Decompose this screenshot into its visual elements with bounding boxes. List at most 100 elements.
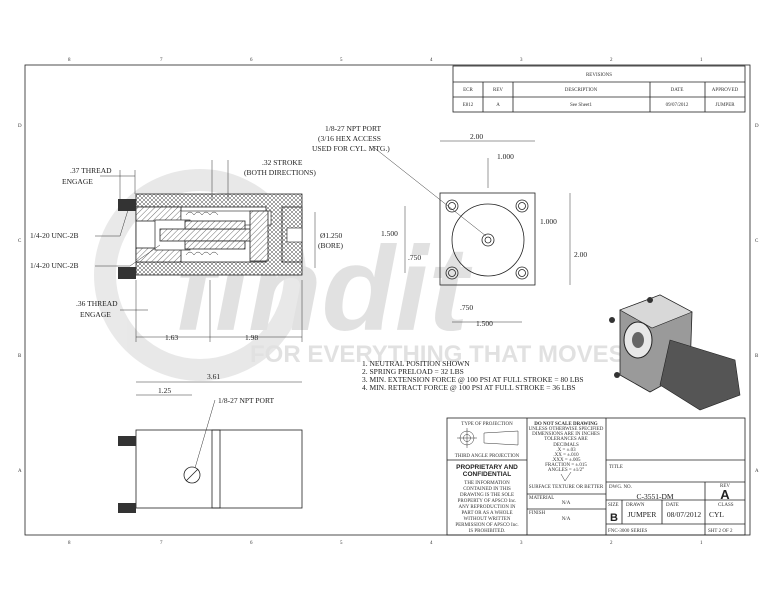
label: USED FOR CYL. MTG.) xyxy=(312,144,390,153)
label: 4. MIN. RETRACT FORCE @ 100 PSI AT FULL … xyxy=(362,383,576,392)
label: FNC-3000 SERIES xyxy=(608,529,648,534)
label: 3. MIN. EXTENSION FORCE @ 100 PSI AT FUL… xyxy=(362,375,584,384)
revisions-title: REVISIONS xyxy=(586,73,612,78)
label: 1.25 xyxy=(158,386,171,395)
label: DECIMALS xyxy=(553,443,579,448)
label: DRAWING IS THE SOLE xyxy=(460,493,514,498)
label: 1.98 xyxy=(245,333,258,342)
label: N/A xyxy=(562,501,571,506)
label: .36 THREAD xyxy=(76,299,118,308)
title-block: TYPE OF PROJECTION THIRD ANGLE PROJECTIO… xyxy=(446,417,746,536)
label: DESCRIPTION xyxy=(565,88,598,93)
label: C xyxy=(755,239,759,244)
label: 4 xyxy=(430,58,433,63)
label: 3 xyxy=(520,541,523,546)
label: DRAWN xyxy=(626,503,645,508)
label: PERMISSION OF APSCO Inc. xyxy=(455,523,518,528)
label: 6 xyxy=(250,541,253,546)
label: 3.61 xyxy=(207,372,220,381)
label: 2.00 xyxy=(470,132,483,141)
label: PROPERTY OF APSCO Inc. xyxy=(458,499,517,504)
label: .750 xyxy=(408,253,421,262)
label: FINISH xyxy=(529,511,546,516)
label: UNLESS OTHERWISE SPECIFIED xyxy=(529,427,604,432)
surface-finish-icon xyxy=(560,471,572,482)
label: 1/4-20 UNC-2B xyxy=(30,261,79,270)
label: .X = ±.03 xyxy=(556,448,576,453)
label: DWG. NO. xyxy=(609,485,632,490)
label: A xyxy=(496,103,500,108)
label: CLASS xyxy=(718,503,734,508)
label: CONFIDENTIAL xyxy=(463,471,511,478)
label: N/A xyxy=(562,517,571,522)
revisions-table: REVISIONS ECR REV DESCRIPTION DATE APPRO… xyxy=(452,65,746,113)
label: ANGLES = ±1/2° xyxy=(548,468,584,473)
label: 1/8-27 NPT PORT xyxy=(218,396,275,405)
label: A xyxy=(720,487,730,502)
label: 5 xyxy=(340,541,343,546)
label: E812 xyxy=(463,103,474,108)
label: 1 xyxy=(700,58,703,63)
label: ENGAGE xyxy=(62,177,93,186)
sheet-border xyxy=(24,64,751,536)
label: THE INFORMATION xyxy=(464,481,510,486)
revision-row: E812 A See Sheet1 09/07/2012 JUMPER xyxy=(463,103,736,108)
label: A xyxy=(755,469,759,474)
label: CYL xyxy=(709,510,724,519)
label: 1 xyxy=(700,541,703,546)
label: 2 xyxy=(610,58,613,63)
label: SHT 2 OF 2 xyxy=(708,529,733,534)
label: ANY REPRODUCTION IN xyxy=(458,505,515,510)
label: TITLE xyxy=(609,465,623,470)
label: CONTAINED IN THIS xyxy=(463,487,511,492)
isometric-view xyxy=(609,294,741,411)
label: SURFACE TEXTURE OR BETTER xyxy=(529,485,604,490)
label: DATE xyxy=(666,503,679,508)
label: .37 THREAD xyxy=(70,166,112,175)
label: 1.000 xyxy=(497,152,514,161)
label: 1. NEUTRAL POSITION SHOWN xyxy=(362,359,470,368)
label: .XX = ±.010 xyxy=(553,453,579,458)
label: 3 xyxy=(520,58,523,63)
label: TYPE OF PROJECTION xyxy=(461,422,513,427)
label: .750 xyxy=(460,303,473,312)
label: B xyxy=(755,354,759,359)
label: 8 xyxy=(68,58,71,63)
label: 7 xyxy=(160,58,163,63)
label: A xyxy=(18,469,22,474)
drawing-number: C-3551-DM xyxy=(636,492,673,501)
watermark-tagline: FOR EVERYTHING THAT MOVES xyxy=(250,341,625,368)
label: 5 xyxy=(340,58,343,63)
label: 6 xyxy=(250,58,253,63)
label: 09/07/2012 xyxy=(666,103,689,108)
label: B xyxy=(610,512,618,524)
label: 1.500 xyxy=(476,319,493,328)
label: SIZE xyxy=(608,503,619,508)
label: B xyxy=(18,354,22,359)
label: (3/16 HEX ACCESS xyxy=(318,134,381,143)
label: (BOTH DIRECTIONS) xyxy=(244,168,316,177)
label: REV xyxy=(720,484,730,489)
label: 7 xyxy=(160,541,163,546)
label: 2. SPRING PRELOAD = 32 LBS xyxy=(362,367,464,376)
label: .XXX = ±.005 xyxy=(552,458,581,463)
label: DATE xyxy=(671,88,684,93)
label: DO NOT SCALE DRAWING xyxy=(534,422,598,427)
label: (BORE) xyxy=(318,241,344,250)
label: C xyxy=(18,239,22,244)
label: 1.63 xyxy=(165,333,178,342)
label: ENGAGE xyxy=(80,310,111,319)
label: ECR xyxy=(463,88,473,93)
label: PART OR AS A WHOLE xyxy=(461,511,512,516)
label: APPROVED xyxy=(712,88,739,93)
label: 08/07/2012 xyxy=(667,510,701,519)
label: TOLERANCES ARE xyxy=(544,437,587,442)
notes: 1. NEUTRAL POSITION SHOWN 2. SPRING PREL… xyxy=(362,359,584,392)
label: WITHOUT WRITTEN xyxy=(464,517,511,522)
label: 4 xyxy=(430,541,433,546)
label: 2.00 xyxy=(574,250,587,259)
label: MATERIAL xyxy=(529,496,554,501)
label: IS PROHIBITED. xyxy=(469,529,506,534)
label: FRACTION = ±.015 xyxy=(545,463,587,468)
